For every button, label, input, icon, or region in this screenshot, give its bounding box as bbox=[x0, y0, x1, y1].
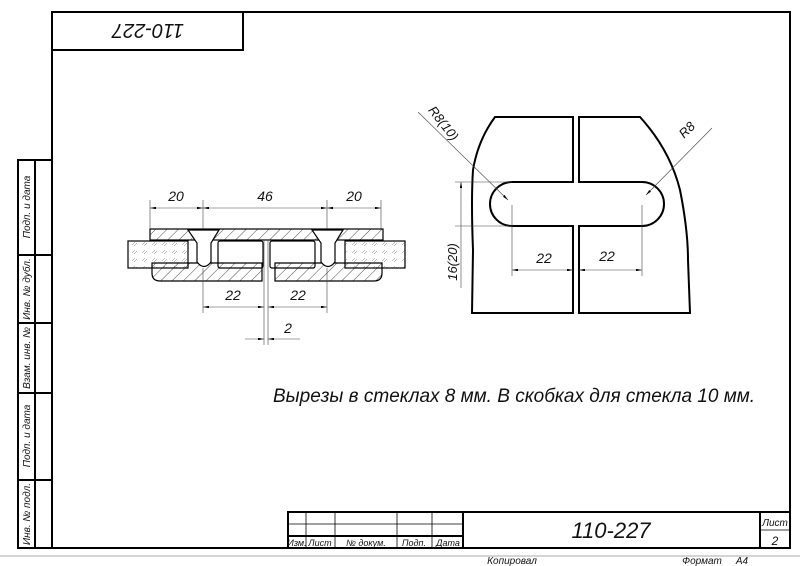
sheet-number: 2 bbox=[771, 534, 779, 548]
section-view: 20 46 20 22 22 2 bbox=[127, 188, 406, 345]
format-label: Формат bbox=[682, 556, 722, 566]
top-stamp: 110-227 bbox=[51, 11, 244, 51]
col-sign: Подп. bbox=[402, 538, 426, 548]
dim-46: 46 bbox=[257, 188, 273, 204]
title-block: Изм. Лист № докум. Подп. Дата 110-227 Ли… bbox=[287, 511, 791, 549]
side-label-1: Подп. и дата bbox=[22, 175, 33, 238]
stamp-designation: 110-227 bbox=[111, 19, 184, 41]
sheet-label: Лист bbox=[761, 518, 788, 529]
side-label-2: Инв. № дубл. bbox=[21, 258, 33, 320]
col-doc: № докум. bbox=[346, 538, 386, 548]
dim-height: 16(20) bbox=[445, 243, 460, 281]
side-label-4: Подп. и дата bbox=[22, 404, 33, 467]
dim-22-left: 22 bbox=[224, 287, 241, 303]
drawing-note: Вырезы в стеклах 8 мм. В скобках для сте… bbox=[273, 386, 755, 407]
dim-22-right: 22 bbox=[289, 287, 306, 303]
dim-gap: 2 bbox=[283, 320, 292, 336]
side-label-3: Взам. инв. № bbox=[22, 327, 33, 389]
designation: 110-227 bbox=[571, 518, 651, 543]
plan-view: 16(20) R8(10) R8 22 22 bbox=[417, 103, 713, 314]
copied-label: Копировал bbox=[487, 556, 537, 566]
dim-radius-right: R8 bbox=[676, 118, 699, 141]
side-strip: Подп. и дата Инв. № дубл. Взам. инв. № П… bbox=[17, 159, 53, 549]
col-list: Лист bbox=[307, 538, 332, 548]
col-izm: Изм. bbox=[287, 538, 306, 548]
format-value: A4 bbox=[735, 556, 749, 566]
col-date: Дата bbox=[435, 538, 460, 548]
side-label-5: Инв. № подл. bbox=[22, 483, 33, 545]
dim-22-plan-left: 22 bbox=[535, 250, 552, 266]
dim-22-plan-right: 22 bbox=[598, 248, 615, 264]
dim-radius-left: R8(10) bbox=[425, 103, 461, 144]
dim-20-right: 20 bbox=[345, 188, 362, 204]
dim-20-left: 20 bbox=[167, 188, 184, 204]
